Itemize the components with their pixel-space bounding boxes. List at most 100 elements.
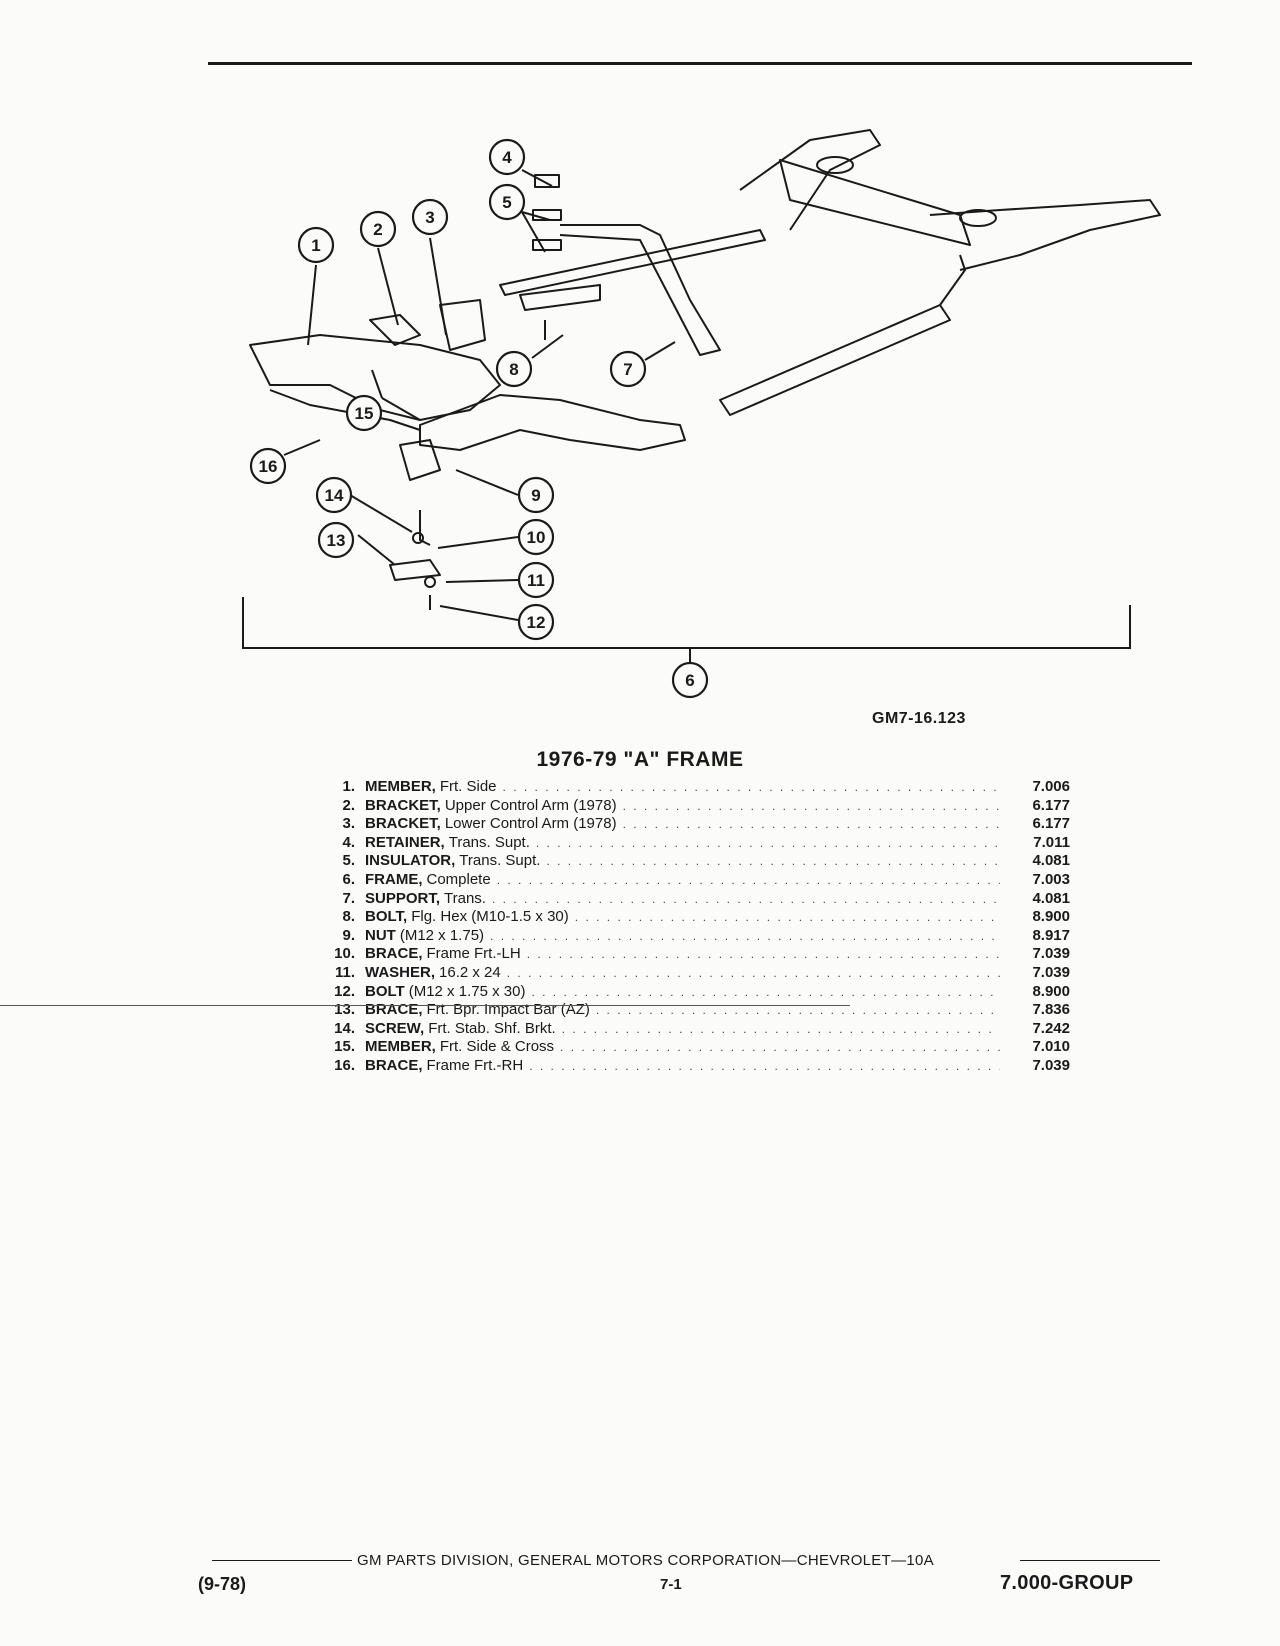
dot-leader xyxy=(507,966,1000,980)
callout-15: 15 xyxy=(345,394,383,432)
callout-7: 7 xyxy=(609,350,647,388)
front-mount xyxy=(399,439,441,481)
parts-list-row: 13.BRACE,Frt. Bpr. Impact Bar (AZ)7.836 xyxy=(300,1001,1070,1020)
callout-4-label: 4 xyxy=(502,148,512,167)
callout-9: 9 xyxy=(517,476,555,514)
part-number: 8. xyxy=(342,908,355,926)
part-description: Trans. xyxy=(444,889,486,907)
part-number: 5. xyxy=(342,852,355,870)
part-number: 1. xyxy=(342,778,355,795)
group-number: 7.039 xyxy=(1032,963,1070,981)
parts-list-row: 12.BOLT(M12 x 1.75 x 30)8.900 xyxy=(300,983,1070,1002)
group-number: 7.006 xyxy=(1032,778,1070,795)
callout-5: 5 xyxy=(488,183,526,221)
parts-list-row: 8.BOLT,Flg. Hex (M10-1.5 x 30)8.900 xyxy=(300,908,1070,927)
parts-list-row: 10.BRACE,Frame Frt.-LH7.039 xyxy=(300,945,1070,964)
insulator-lower xyxy=(532,239,562,251)
footer-rule-right xyxy=(1020,1560,1160,1561)
part-name: MEMBER, xyxy=(365,778,436,795)
callout-1-label: 1 xyxy=(311,236,320,255)
group-number: 7.039 xyxy=(1032,945,1070,963)
frame-complete-bracket xyxy=(242,597,1131,665)
part-description: (M12 x 1.75 x 30) xyxy=(408,982,526,1000)
dot-leader xyxy=(536,836,1000,850)
part-description: Trans. Supt. xyxy=(448,833,530,851)
group-number: 6.177 xyxy=(1032,815,1070,833)
callout-2-label: 2 xyxy=(373,220,382,239)
parts-list-row: 1. MEMBER,Frt. Side 7.006 xyxy=(300,778,1070,797)
part-name: RETAINER, xyxy=(365,833,445,851)
page-number: 7-1 xyxy=(660,1576,682,1593)
part-description: Frt. Side xyxy=(439,778,497,795)
retainer-part xyxy=(534,174,560,188)
part-name: SUPPORT, xyxy=(365,889,441,907)
parts-list-row: 16.BRACE,Frame Frt.-RH7.039 xyxy=(300,1057,1070,1076)
footer-group: 7.000-GROUP xyxy=(1000,1572,1134,1594)
part-description: Trans. Supt. xyxy=(459,852,541,870)
part-name: MEMBER, xyxy=(365,1038,436,1056)
part-description: Frame Frt.-RH xyxy=(426,1056,524,1074)
part-number: 14. xyxy=(334,1019,355,1037)
dot-leader xyxy=(560,1040,1000,1054)
part-description: Frt. Bpr. Impact Bar (AZ) xyxy=(426,1001,590,1019)
part-description: Lower Control Arm (1978) xyxy=(444,815,617,833)
part-name: WASHER, xyxy=(365,963,436,981)
dot-leader xyxy=(623,817,1000,831)
part-name: BRACE, xyxy=(365,1001,423,1019)
callout-11: 11 xyxy=(517,561,555,599)
callout-10: 10 xyxy=(517,518,555,556)
part-name: FRAME, xyxy=(365,870,423,888)
dot-leader xyxy=(562,1022,1000,1036)
parts-list-row: 6.FRAME,Complete7.003 xyxy=(300,871,1070,890)
callout-12: 12 xyxy=(517,603,555,641)
callout-10-label: 10 xyxy=(527,528,546,547)
part-number: 15. xyxy=(334,1038,355,1056)
parts-list-row: 5.INSULATOR,Trans. Supt.4.081 xyxy=(300,852,1070,871)
callout-6-label: 6 xyxy=(685,671,694,690)
part-name: BOLT xyxy=(365,982,405,1000)
part-number: 6. xyxy=(342,870,355,888)
parts-list-row: 3.BRACKET,Lower Control Arm (1978)6.177 xyxy=(300,815,1070,834)
leader-lines xyxy=(283,169,676,621)
dot-leader xyxy=(490,929,1000,943)
part-description: Frame Frt.-LH xyxy=(426,945,521,963)
parts-list-row: 7.SUPPORT,Trans.4.081 xyxy=(300,890,1070,909)
callout-3: 3 xyxy=(411,198,449,236)
brace-frame-lh xyxy=(419,510,431,546)
part-name: BRACKET, xyxy=(365,796,441,814)
group-number: 8.900 xyxy=(1032,982,1070,1000)
group-number: 7.039 xyxy=(1032,1056,1070,1074)
callout-8: 8 xyxy=(495,350,533,388)
part-number: 11. xyxy=(334,963,355,981)
trans-support-bracket xyxy=(519,284,601,311)
part-description: Upper Control Arm (1978) xyxy=(444,796,617,814)
dot-leader xyxy=(546,854,1000,868)
part-description: Frt. Stab. Shf. Brkt. xyxy=(428,1019,556,1037)
washer-part xyxy=(424,576,436,588)
footer-date: (9-78) xyxy=(198,1574,247,1594)
transmission-support xyxy=(559,224,721,356)
callout-13-label: 13 xyxy=(327,531,346,550)
group-number: 7.011 xyxy=(1033,833,1070,851)
rail-kickup-right xyxy=(939,254,966,306)
group-number: 6.177 xyxy=(1032,796,1070,814)
callout-16-label: 16 xyxy=(259,457,278,476)
front-cross-member xyxy=(419,394,686,451)
dot-leader xyxy=(529,1059,1000,1073)
part-name: BOLT, xyxy=(365,908,408,926)
screw-part xyxy=(412,532,424,544)
callout-3-label: 3 xyxy=(425,208,434,227)
callout-14: 14 xyxy=(315,476,353,514)
rear-crossmember xyxy=(779,159,971,246)
part-description: Complete xyxy=(426,870,491,888)
part-number: 7. xyxy=(342,889,355,907)
callout-8-label: 8 xyxy=(509,360,518,379)
dot-leader xyxy=(503,780,1000,794)
callout-9-label: 9 xyxy=(531,486,540,505)
part-number: 3. xyxy=(342,815,355,833)
figure-id: GM7-16.123 xyxy=(872,710,966,727)
part-number: 10. xyxy=(334,945,355,963)
part-number: 13. xyxy=(334,1001,355,1019)
parts-list-row: 11.WASHER,16.2 x 247.039 xyxy=(300,964,1070,983)
upper-control-arm-bracket xyxy=(369,314,421,346)
